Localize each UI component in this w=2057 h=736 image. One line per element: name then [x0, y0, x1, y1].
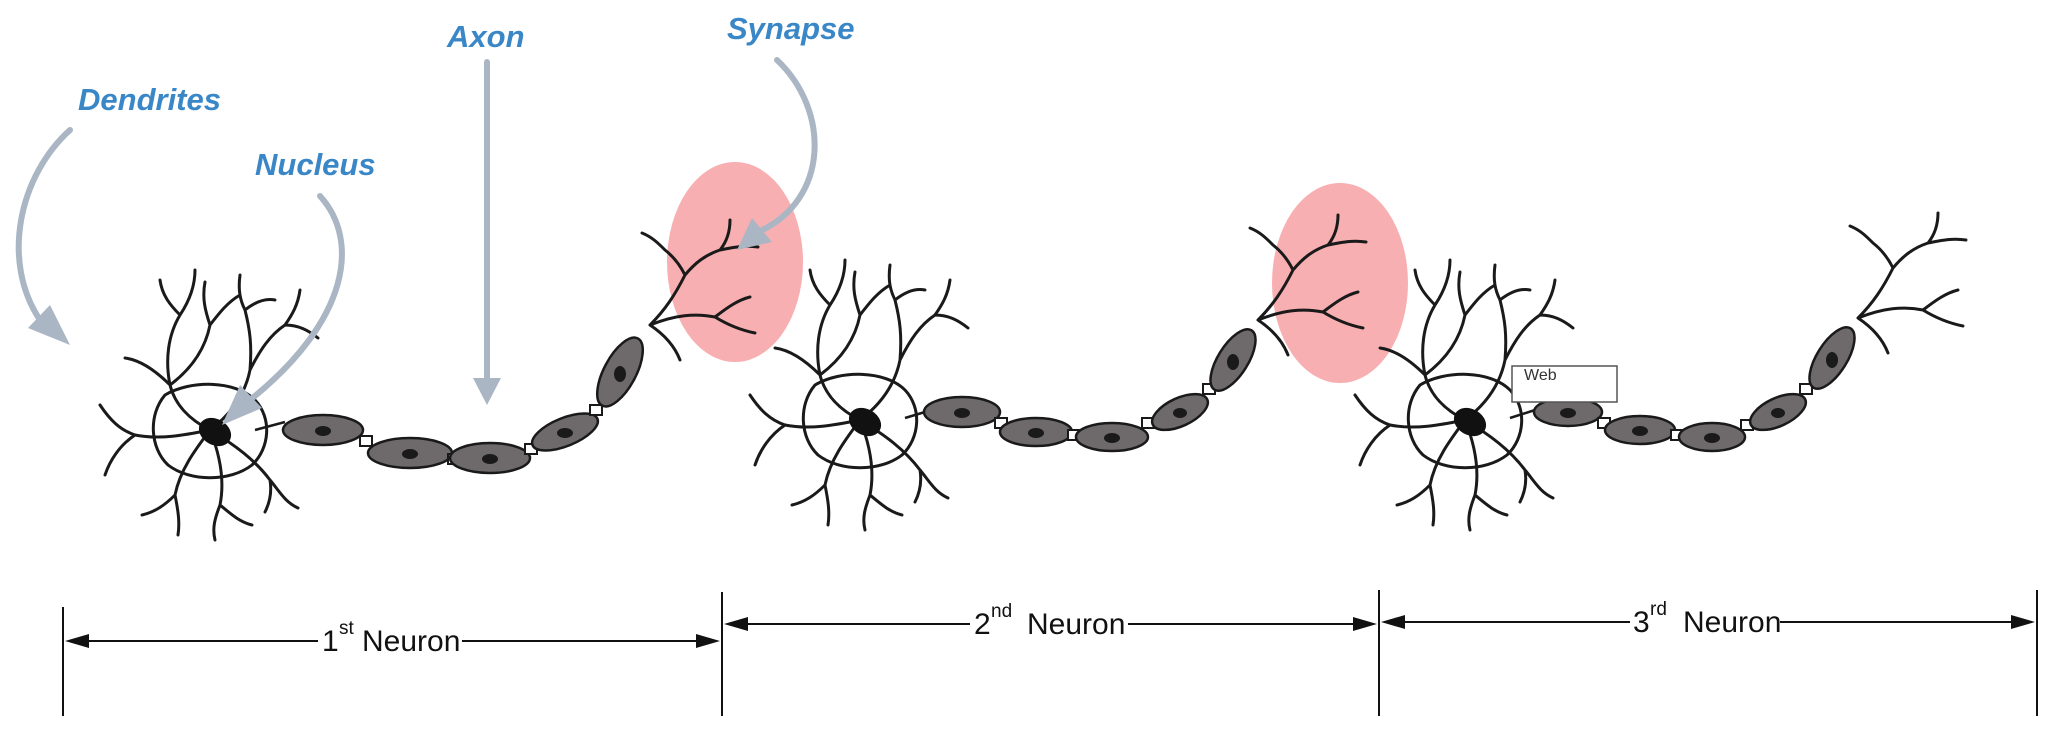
neuron-1-number: 1 [322, 625, 339, 658]
neuron-2-myelin-sheath [922, 328, 1257, 453]
neuron-2-suffix: nd [991, 601, 1012, 622]
web-box-text: Web [1524, 367, 1557, 384]
web-placeholder-box: Web [1511, 365, 1618, 403]
dimension-arrow-icon [65, 634, 89, 648]
dimension-arrow-icon [696, 634, 720, 648]
synapse-highlight-2 [1272, 183, 1408, 383]
neuron-3-number: 3 [1633, 606, 1650, 639]
synapse-highlight-1 [667, 162, 803, 362]
dimension-arrow-icon [2011, 615, 2035, 629]
neuron-1-suffix: st [339, 618, 355, 639]
neuron-3-suffix: rd [1650, 599, 1667, 620]
axon-label: Axon [446, 19, 525, 54]
neuron-3-span: 3 rd Neuron [1381, 599, 2035, 639]
neuron-3-label: Neuron [1683, 606, 1781, 639]
neuron-2-cell-icon [748, 213, 1368, 532]
dendrites-pointer-arrow-icon [15, 127, 73, 345]
neuron-2-label: Neuron [1027, 608, 1125, 641]
dendrites-label: Dendrites [78, 82, 221, 117]
nucleus-label: Nucleus [255, 147, 376, 182]
synapse-label: Synapse [727, 11, 855, 46]
dimension-arrow-icon [1353, 617, 1377, 631]
neuron-3-myelin-sheath [1532, 326, 1856, 453]
dimension-arrow-icon [724, 617, 748, 631]
neuron-2-number: 2 [974, 608, 991, 641]
neuron-1-label: Neuron [362, 625, 460, 658]
nucleus-pointer-arrow-icon [222, 193, 345, 425]
neuron-1-span: 1 st Neuron [65, 618, 720, 658]
neuron-1-cell-icon [98, 218, 760, 542]
dimension-ticks [62, 590, 2038, 716]
neuron-2-span: 2 nd Neuron [724, 601, 1377, 641]
dimension-arrow-icon [1381, 615, 1405, 629]
synapse-pointer-arrow-icon [737, 57, 818, 250]
axon-pointer-arrow-icon [473, 59, 501, 405]
neuron-1-myelin-sheath [281, 336, 645, 475]
neuron-3-cell-icon [1353, 211, 1968, 532]
